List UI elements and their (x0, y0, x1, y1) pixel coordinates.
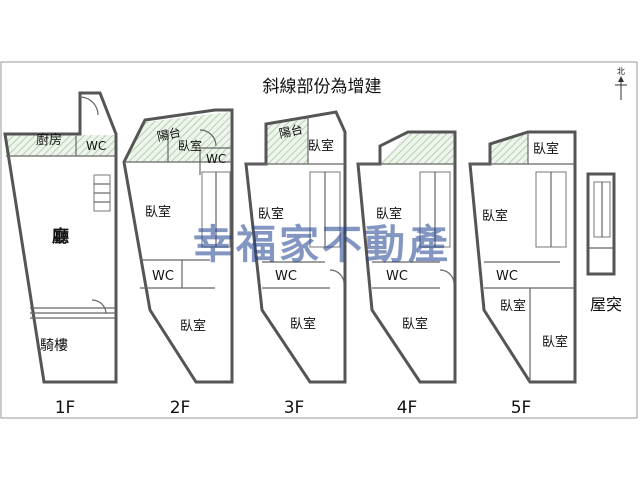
floor-label-1f: 1F (55, 398, 76, 418)
room-label: WC (152, 269, 174, 284)
room-label: 臥室 (145, 204, 171, 220)
diagram-frame (0, 61, 638, 419)
floor-label-5f: 5F (511, 398, 532, 418)
floor-plan-roof (586, 172, 616, 276)
room-label: 廚房 (36, 132, 62, 148)
room-label: 陽台 (156, 124, 183, 144)
room-label: 臥室 (500, 298, 526, 314)
floor-label-4f: 4F (397, 398, 418, 418)
watermark-text: 幸福家不動產 (193, 221, 451, 268)
room-label: WC (386, 269, 408, 284)
room-label: 臥室 (542, 334, 568, 350)
north-label: 北 (617, 67, 625, 76)
room-label: 臥室 (290, 316, 316, 332)
room-label: 臥室 (402, 316, 428, 332)
room-label: WC (86, 139, 106, 153)
diagram-title: 斜線部份為增建 (263, 77, 382, 97)
floor-plan-3f (244, 110, 347, 384)
floor-label-3f: 3F (284, 398, 305, 418)
room-label: 臥室 (482, 208, 508, 224)
room-label: WC (275, 269, 297, 284)
room-label: 臥室 (258, 206, 284, 222)
room-label: WC (206, 152, 226, 166)
floor-label-2f: 2F (170, 398, 191, 418)
floor-plan-2f (122, 108, 234, 384)
room-label: 廳 (52, 226, 69, 247)
floor-label-roof: 屋突 (590, 295, 622, 314)
north-arrow-icon (615, 76, 627, 100)
room-label: 臥室 (308, 138, 334, 154)
floor-plan-4f (356, 130, 457, 384)
room-label: 臥室 (180, 318, 206, 334)
room-label: 臥室 (376, 206, 402, 222)
room-label: 陽台 (278, 121, 305, 141)
floor-plan-1f (3, 91, 118, 384)
room-label: 臥室 (178, 138, 202, 153)
room-label: 騎樓 (40, 338, 68, 354)
room-label: WC (496, 269, 518, 284)
room-label: 臥室 (533, 141, 559, 157)
floor-plan-5f (468, 130, 577, 384)
